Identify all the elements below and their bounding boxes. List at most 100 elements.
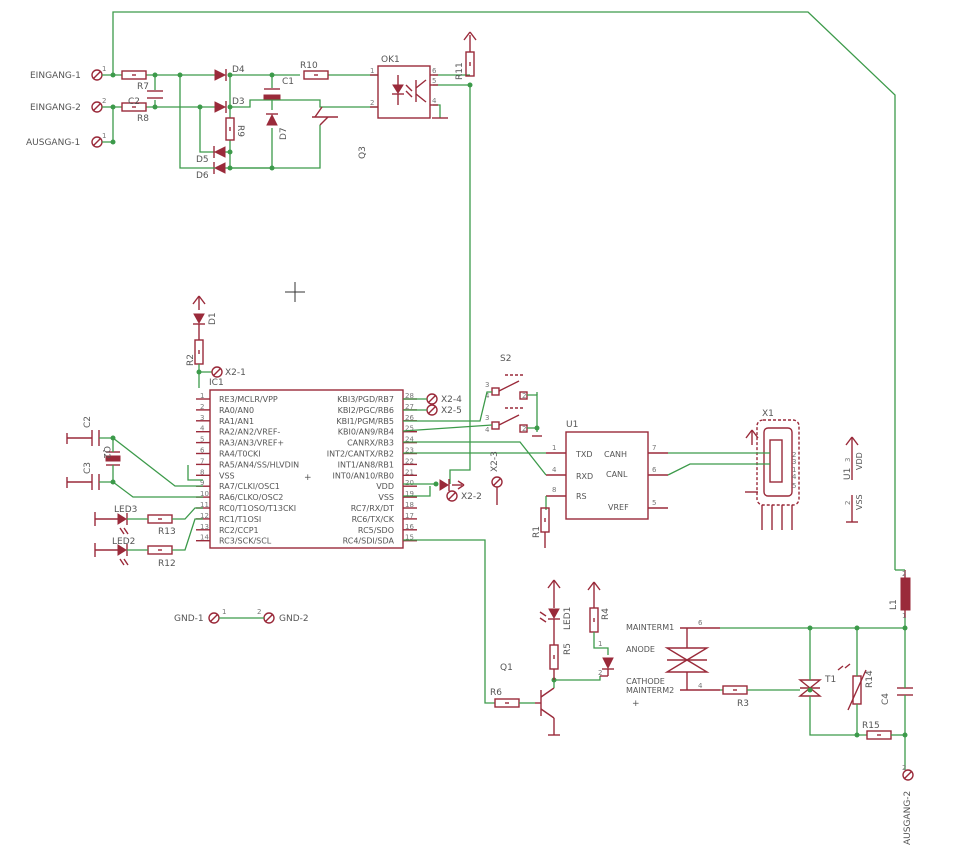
- diode-d1[interactable]: [192, 295, 206, 340]
- resistor-r13[interactable]: [147, 514, 173, 524]
- ic1-pin-label: INT2/CANTX/RB2: [327, 450, 394, 459]
- ic1-pin-number: 14: [200, 534, 209, 542]
- resistor-r9[interactable]: [225, 117, 235, 141]
- ic1-pin-label: VSS: [219, 471, 235, 480]
- pin-num: 2: [522, 425, 526, 433]
- label-r10: R10: [300, 61, 318, 71]
- transistor-q3[interactable]: [312, 106, 338, 126]
- u1-pin-canh: CANH: [604, 450, 627, 459]
- connector-x2-5[interactable]: [426, 404, 438, 416]
- ic1-pin-number: 26: [405, 414, 414, 422]
- capacitor-c1[interactable]: [263, 88, 281, 100]
- ic1-pin-number: 12: [200, 512, 209, 520]
- label-r13: R13: [158, 527, 176, 537]
- label-x2-4: X2-4: [441, 395, 462, 405]
- resistor-r11[interactable]: [463, 31, 477, 77]
- ic1-pin-label: RA4/T0CKI: [219, 450, 261, 459]
- label-r14: R14: [865, 670, 875, 688]
- pin-num: 3: [485, 414, 489, 422]
- transistor-q1[interactable]: [535, 687, 560, 736]
- microcontroller-ic1[interactable]: [209, 389, 404, 549]
- label-u1: U1: [566, 420, 578, 430]
- connector-x2-2[interactable]: [446, 490, 458, 502]
- triac[interactable]: [664, 627, 720, 691]
- connector-eingang-2[interactable]: [91, 101, 103, 113]
- ic1-pin-number: 4: [200, 425, 205, 433]
- resistor-r15[interactable]: [866, 730, 892, 740]
- ic1-pin-number: 7: [200, 457, 204, 465]
- connector-eingang-1[interactable]: [91, 69, 103, 81]
- label-q1: Q1: [500, 663, 513, 673]
- pin-num: 1: [598, 640, 602, 648]
- pin-num: 2: [522, 392, 526, 400]
- label-r2: R2: [186, 354, 196, 366]
- diode-d7[interactable]: [266, 113, 278, 126]
- resistor-r5[interactable]: [549, 644, 559, 680]
- label-eingang-2: EINGANG-2: [30, 103, 81, 113]
- connector-gnd-1[interactable]: [208, 612, 220, 624]
- ic1-pin-label: VSS: [378, 493, 394, 502]
- label-x2-1: X2-1: [225, 368, 246, 378]
- capacitor-c3[interactable]: [66, 474, 100, 490]
- resistor-r14[interactable]: [837, 663, 867, 711]
- pin-num: 5: [792, 482, 796, 490]
- led-led3[interactable]: [94, 512, 129, 535]
- ic1-pin-number: 15: [405, 534, 414, 542]
- ic1-pin-label: RA5/AN4/SS/HLVDIN: [219, 460, 299, 469]
- ic1-pin-number: 16: [405, 523, 414, 531]
- optotriac-diode[interactable]: [600, 657, 614, 677]
- label-c3: C3: [83, 462, 93, 474]
- ic1-pin-label: KBI0/AN9/RB4: [338, 428, 394, 437]
- resistor-r4[interactable]: [587, 581, 601, 633]
- pin-num: 2: [598, 669, 602, 677]
- diode-d4[interactable]: [214, 69, 227, 81]
- connector-x1[interactable]: [745, 419, 800, 530]
- label-x2-5: X2-5: [441, 406, 462, 416]
- diode-d6[interactable]: [195, 162, 226, 174]
- diode-d5[interactable]: [213, 146, 226, 158]
- pin-num: 8: [552, 486, 556, 494]
- capacitor-c4[interactable]: [897, 687, 913, 696]
- switch-s2[interactable]: [491, 374, 528, 433]
- resistor-r6[interactable]: [494, 698, 520, 708]
- resistor-r10[interactable]: [303, 70, 329, 80]
- connector-gnd-2[interactable]: [263, 612, 275, 624]
- ic1-pin-label: VDD: [376, 482, 394, 491]
- ic1-pin-label: RA6/CLKO/OSC2: [219, 493, 283, 502]
- resistor-r12[interactable]: [147, 545, 173, 555]
- pin-num: 4: [485, 426, 490, 434]
- inductor-l1[interactable]: [900, 570, 911, 618]
- cursor-crosshair: [285, 282, 305, 302]
- optocoupler-ok1[interactable]: [370, 65, 438, 119]
- pin-num: 4: [485, 392, 490, 400]
- resistor-r8[interactable]: [121, 102, 147, 112]
- label-ok1: OK1: [381, 55, 400, 65]
- connector-x2-3[interactable]: [491, 476, 503, 505]
- pin-num: 2: [102, 97, 106, 105]
- led-led2[interactable]: [94, 543, 129, 566]
- diode-d3[interactable]: [214, 101, 227, 113]
- label-d4: D4: [232, 65, 245, 75]
- connector-x2-4[interactable]: [426, 393, 438, 405]
- led-led1[interactable]: [539, 579, 561, 645]
- resistor-r3[interactable]: [722, 685, 748, 695]
- pin-num: 1: [792, 466, 796, 474]
- connector-x2-1[interactable]: [211, 366, 223, 378]
- u1-pin-canl: CANL: [606, 470, 628, 479]
- resistor-r2[interactable]: [194, 339, 204, 365]
- u1b-pin-vss: VSS: [855, 494, 864, 510]
- capacitor-c2[interactable]: [66, 430, 100, 446]
- resistor-r1[interactable]: [540, 507, 550, 548]
- ic1-pin-label: RA2/AN2/VREF-: [219, 428, 280, 437]
- label-gnd-2: GND-2: [279, 614, 309, 624]
- capacitor-c2-input[interactable]: [147, 90, 163, 99]
- connector-ausgang-1[interactable]: [91, 136, 103, 148]
- resistor-r7[interactable]: [121, 70, 147, 80]
- connector-ausgang-2[interactable]: [902, 769, 914, 781]
- label-c4: C4: [881, 693, 891, 705]
- u1-power-pins[interactable]: [845, 436, 859, 523]
- ic1-pin-number: 18: [405, 501, 414, 509]
